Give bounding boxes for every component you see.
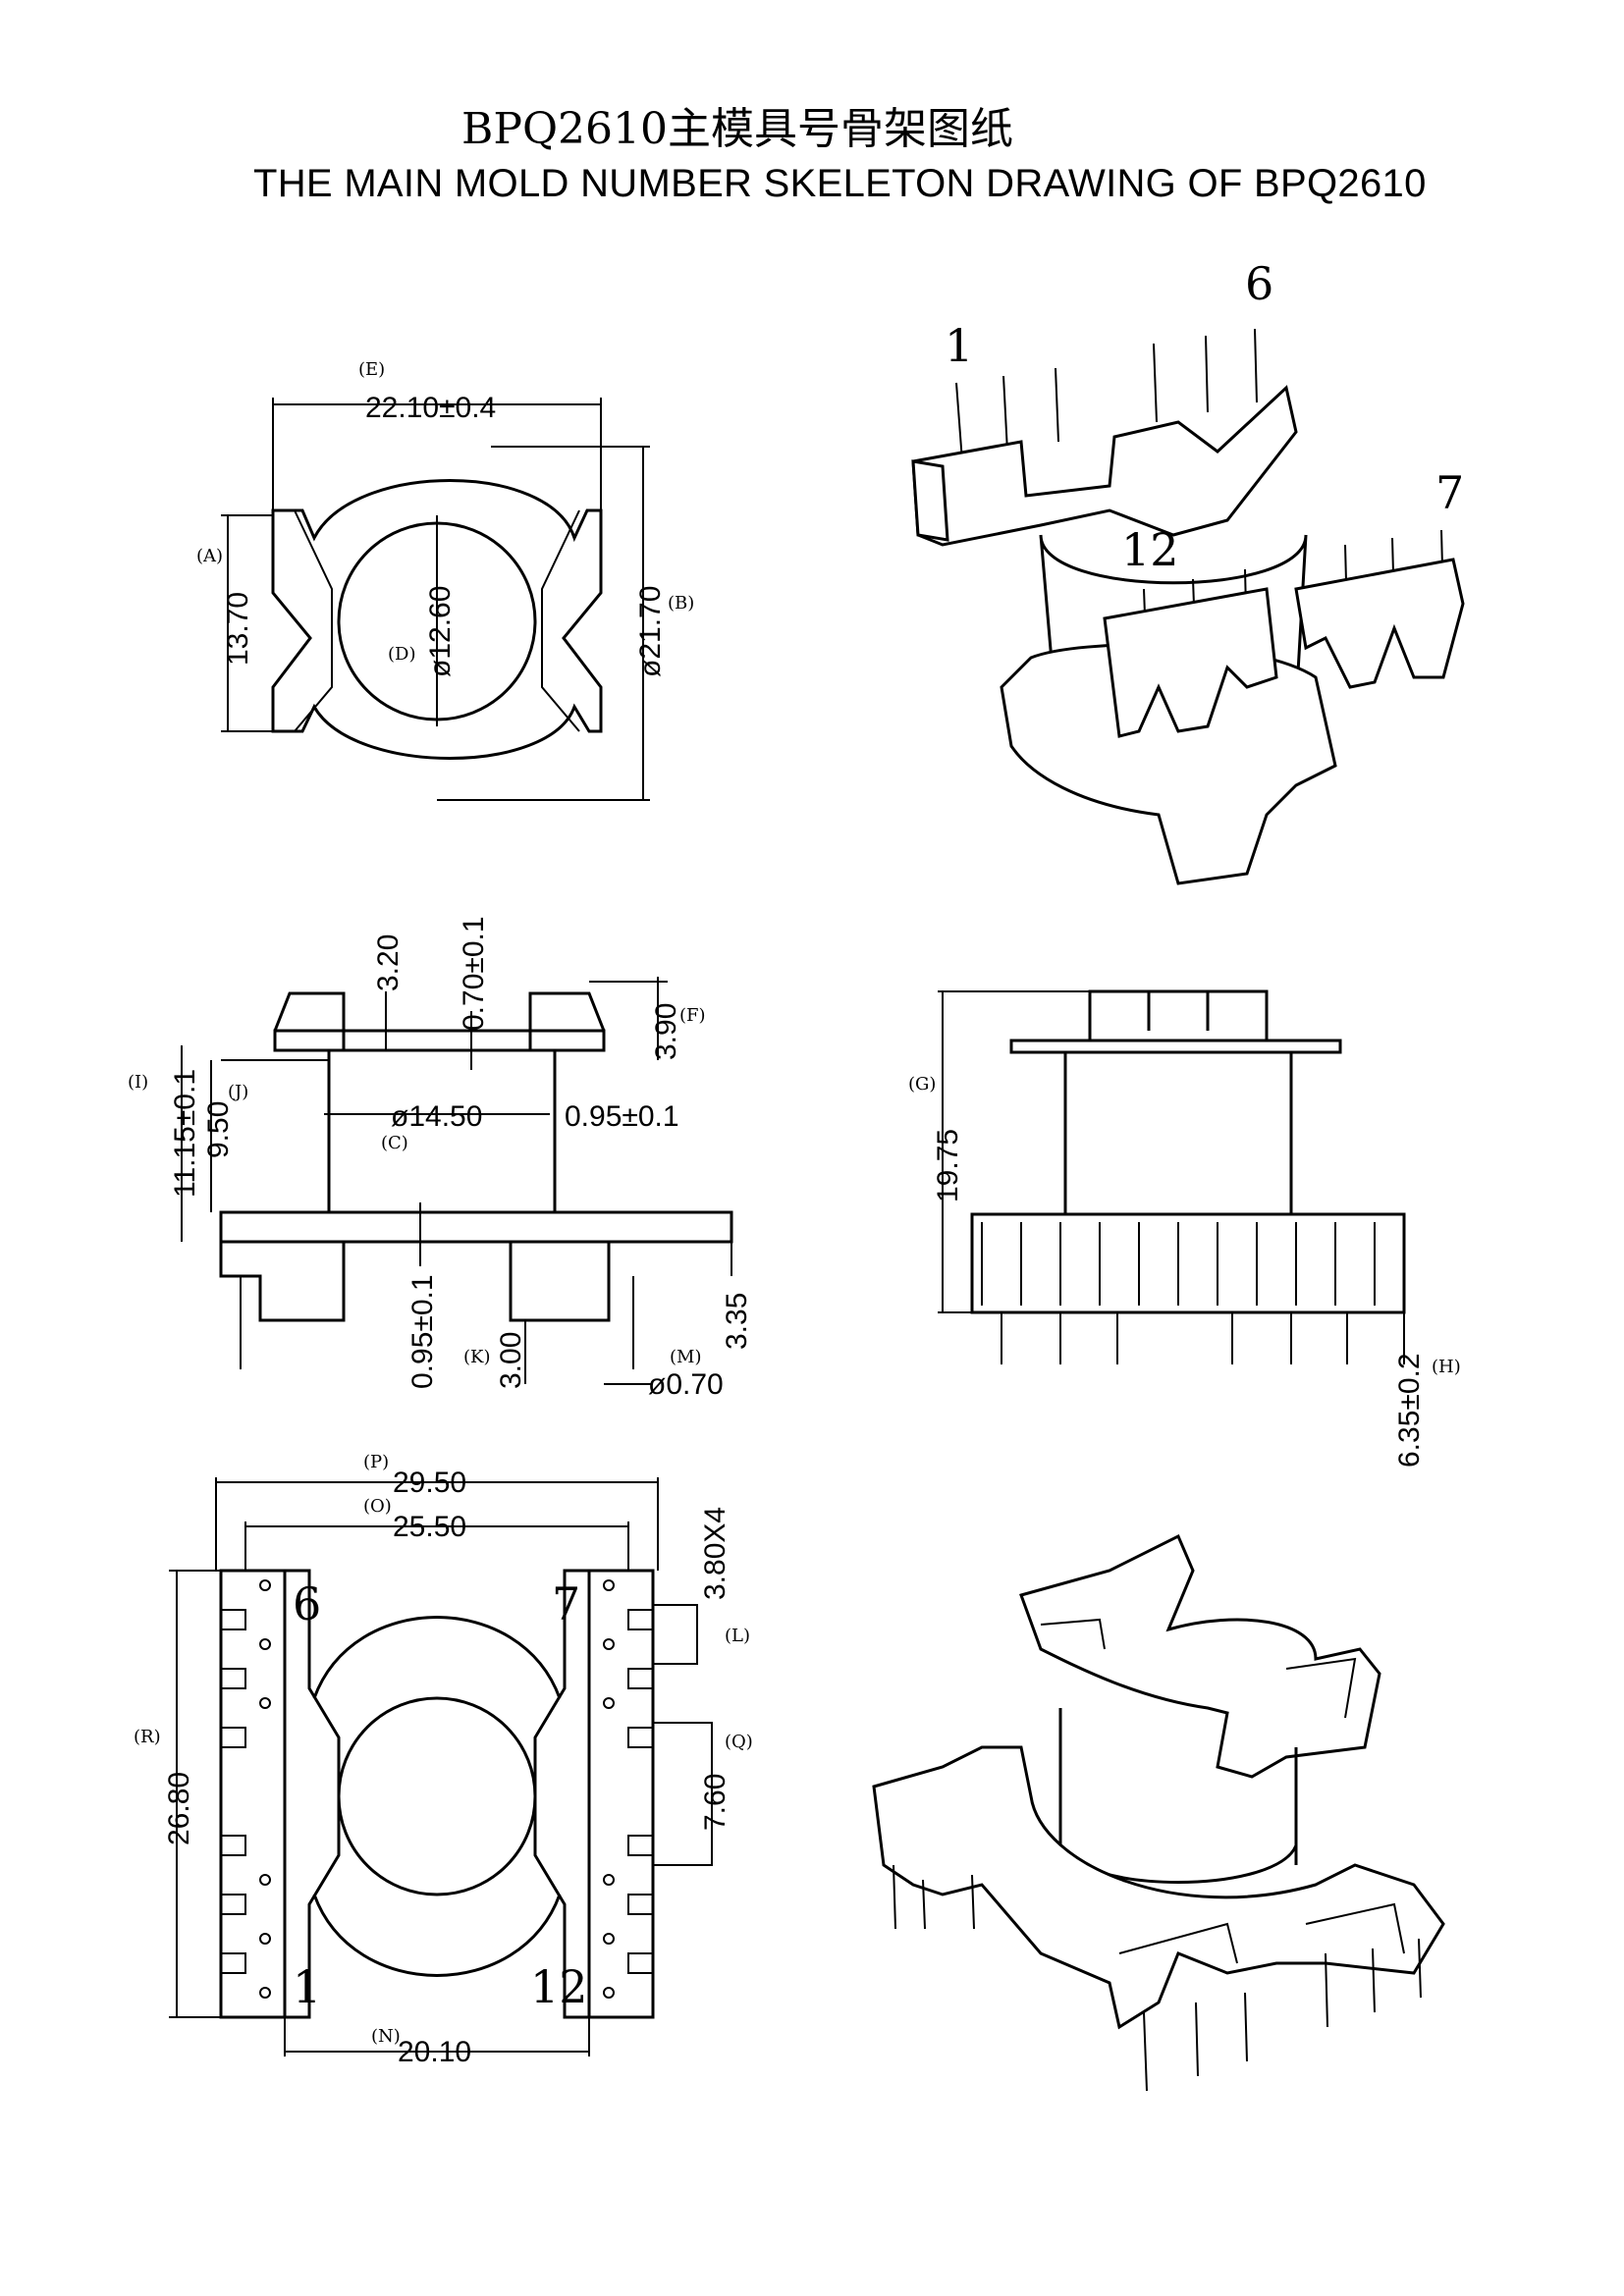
dim-p-value: 29.50 [393,1467,466,1499]
bottom-view: 6 7 1 12 (P) 29.50 (O) 25.50 3.80X4 (L) … [134,1452,753,2068]
ref-o-label: (O) [363,1496,392,1517]
iso2-top-flange [1019,1533,1381,1779]
title-chinese: BPQ2610主模具号骨架图纸 [461,104,1013,154]
dim-e-value: 22.10±0.4 [365,392,496,424]
dim-a-value: 13.70 [222,592,254,666]
dim-q-value: 7.60 [699,1774,731,1831]
iso1-lower-flange [1000,643,1337,885]
ref-j-label: (J) [228,1082,248,1102]
dim-pitch-value: 3.80X4 [699,1507,731,1600]
bottom-core-hole [337,1696,537,1896]
dim-320-value: 3.20 [372,934,405,991]
iso1-front-terminal-block [1103,587,1278,738]
bottom-right-rail [587,1569,655,2019]
isometric-view-top: 1 6 7 12 [911,257,1465,885]
ref-i-label: (I) [128,1072,148,1093]
ref-h-label: (H) [1432,1357,1461,1377]
top-left-slot [294,509,333,732]
top-flange-outline [271,479,603,760]
front-bottom-flange [970,1212,1406,1314]
dim-095-bottom-value: 0.95±0.1 [406,1274,439,1389]
dim-g-value: 19.75 [932,1129,964,1202]
iso1-pin-1-label: 1 [945,319,973,372]
front-slots [981,1222,1376,1306]
dim-070-value: 0.70±0.1 [458,916,490,1031]
front-pins [1001,1312,1348,1364]
ref-m-label: (M) [670,1347,701,1367]
top-view: (E) 22.10±0.4 (A) 13.70 (B) ø21.70 (D) ø… [196,359,694,801]
ref-p-label: (P) [363,1452,389,1472]
dim-q-bracket [653,1722,713,1866]
iso2-bottom-flange [872,1745,1445,2030]
bottom-pin-6-label: 6 [293,1577,321,1630]
iso1-pin-12-label: 12 [1121,523,1179,576]
dim-n-value: 20.10 [398,2036,471,2068]
ref-e-label: (E) [358,359,385,380]
dim-i-value: 11.15±0.1 [169,1069,201,1198]
bottom-left-notches [221,1609,246,1974]
dim-k-value: 3.00 [495,1332,527,1389]
bottom-inner-frame [285,1569,589,2019]
ref-g-label: (G) [908,1074,936,1095]
isometric-view-bottom [872,1533,1445,2092]
dim-r-value: 26.80 [163,1772,195,1845]
ref-b-label: (B) [668,593,694,614]
side-top-bumps [273,991,606,1050]
side-bottom-flange [219,1210,733,1244]
iso1-upper-flange [911,385,1298,547]
ref-k-label: (K) [463,1347,491,1367]
bottom-left-rail [219,1569,287,2019]
top-right-slot [541,509,580,732]
iso2-bottom-detail [1118,1902,1405,1964]
ref-a-label: (A) [196,546,223,566]
bottom-pin-7-label: 7 [552,1577,580,1630]
front-view: (G) 19.75 (H) 6.35±0.2 [908,989,1461,1468]
bottom-pin-holes [259,1579,615,1999]
dim-j-value: 9.50 [202,1101,235,1158]
iso1-upper-pins [955,328,1258,462]
iso1-upper-left-block [911,459,949,542]
bottom-pin-12-label: 12 [530,1960,588,2013]
side-view: 3.20 0.70±0.1 (F) 3.90 (I) 11.15±0.1 (J)… [128,916,753,1401]
dim-095-right-value: 0.95±0.1 [565,1100,679,1133]
front-top-block [1088,989,1269,1042]
iso2-pins [893,1864,1422,2092]
ref-d-label: (D) [388,644,415,665]
side-lower-blocks [219,1242,611,1322]
iso1-pin-7-label: 7 [1435,466,1464,519]
dim-335-value: 3.35 [721,1293,753,1350]
ref-c-label: (C) [381,1133,408,1153]
ref-q-label: (Q) [725,1732,753,1752]
dim-c-value: ø14.50 [391,1100,482,1133]
bottom-flange-arcs [312,1616,562,1977]
side-top-flange [273,1029,606,1052]
iso1-pin-6-label: 6 [1245,257,1273,310]
dim-l-bracket [653,1604,698,1665]
iso1-right-terminal-block [1294,558,1465,689]
ref-l-label: (L) [725,1626,750,1646]
dim-m-value: ø0.70 [648,1368,724,1401]
dim-d-value: ø12.60 [424,586,457,677]
bottom-pin-1-label: 1 [293,1960,321,2013]
front-core-body [1063,1050,1293,1216]
dim-f-value: 3.90 [650,1003,682,1060]
ref-r-label: (R) [134,1727,161,1747]
front-top-flange [1009,1039,1342,1054]
iso2-top-flange-detail [1040,1618,1357,1719]
dim-h-value: 6.35±0.2 [1393,1353,1426,1468]
bottom-right-notches [627,1609,653,1974]
dim-o-value: 25.50 [393,1511,466,1543]
ref-f-label: (F) [679,1005,706,1026]
title-english: THE MAIN MOLD NUMBER SKELETON DRAWING OF… [253,162,1427,205]
ref-n-label: (N) [371,2026,401,2047]
dim-b-value: ø21.70 [634,586,667,677]
